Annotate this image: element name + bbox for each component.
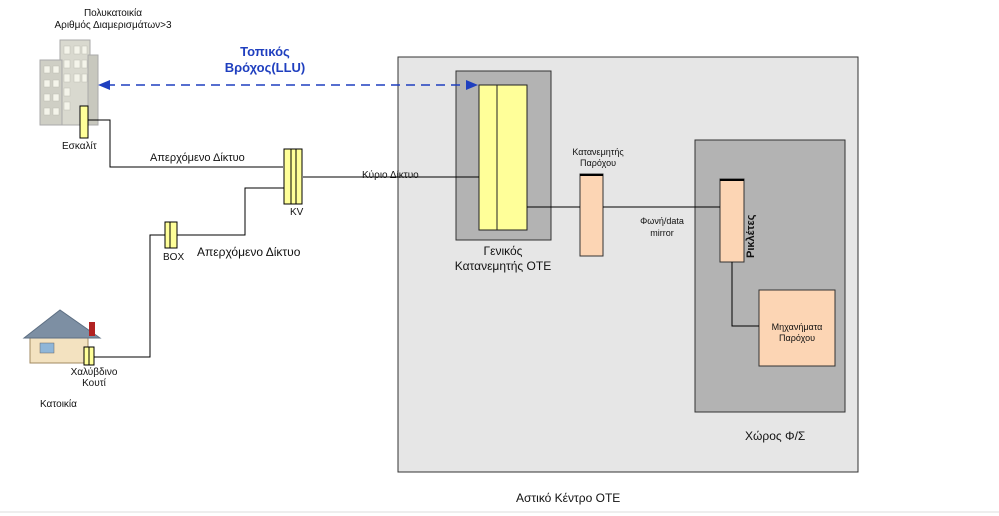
steel-box-label-line1: Χαλύβδινο — [70, 367, 118, 378]
main-network-label: Κύριο Δίκτυο — [362, 170, 419, 181]
llu-label-line2: Βρόχος(LLU) — [224, 60, 306, 75]
equipment-label-line1: Μηχανήματα — [771, 322, 823, 332]
mdf-label-line2: Κατανεμητής ΟΤΕ — [454, 259, 552, 273]
racks-label: Ρικλέτες — [745, 214, 757, 258]
provider-distributor-label-line1: Κατανεμητής — [572, 147, 624, 157]
distribution-box — [164, 221, 178, 249]
mdf-panel-left — [478, 84, 498, 231]
provider-distributor — [579, 173, 604, 257]
house-label: Κατοικία — [40, 399, 77, 410]
provider-distributor-label-line2: Παρόχου — [580, 158, 616, 168]
box-label: BOX — [163, 252, 185, 263]
llu-label-line1: Τοπικός — [240, 44, 290, 59]
colocation-label: Χώρος Φ/Σ — [745, 429, 806, 443]
secondary-network-bottom-label: Απερχόμενο Δίκτυο — [197, 245, 301, 259]
equipment-label-line2: Παρόχου — [779, 333, 815, 343]
house-icon — [22, 309, 102, 364]
kv-cabinet — [283, 148, 303, 205]
voice-data-label-line2: mirror — [650, 228, 674, 238]
building-title-line2: Αριθμός Διαμερισμάτων>3 — [54, 20, 172, 31]
voice-data-label-line1: Φωνή/data — [640, 216, 684, 226]
secondary-network-top-label: Απερχόμενο Δίκτυο — [150, 152, 245, 164]
colocation-area — [694, 139, 846, 413]
kv-label: KV — [290, 207, 304, 218]
escalit-label: Εσκαλίτ — [62, 141, 97, 152]
racks-unit — [719, 178, 745, 263]
central-office-title: Αστικό Κέντρο ΟΤΕ — [516, 491, 621, 505]
steel-box-label-line2: Κουτί — [82, 378, 106, 389]
mdf-label-line1: Γενικός — [483, 244, 523, 258]
llu-arrow — [98, 80, 478, 90]
apartment-building-icon — [39, 39, 99, 126]
escalit-box — [79, 105, 89, 139]
building-title-line1: Πολυκατοικία — [83, 8, 143, 19]
provider-equipment — [758, 289, 836, 367]
mdf-panel-right — [496, 84, 528, 231]
